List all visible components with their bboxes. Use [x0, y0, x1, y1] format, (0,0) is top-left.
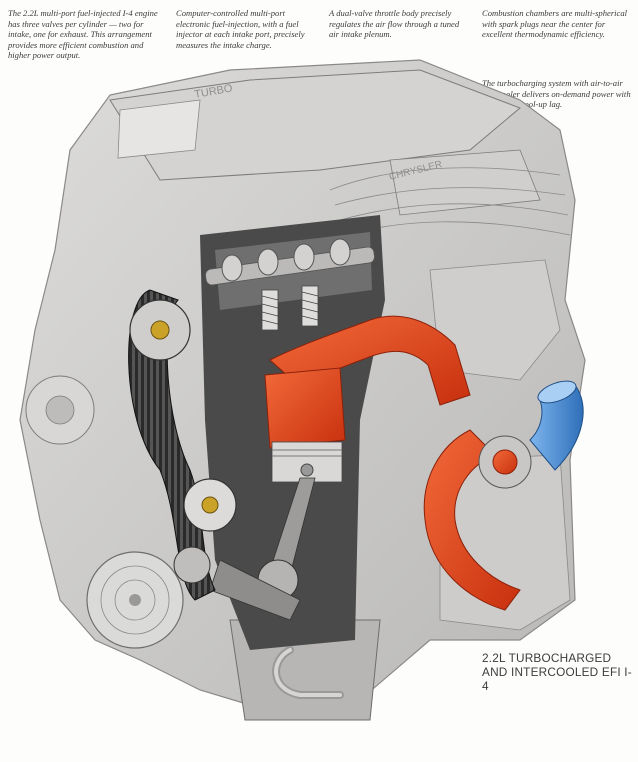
turbo-compressor-housing: [423, 429, 532, 611]
caption-combustion-chambers: Combustion chambers are multi-spherical …: [482, 8, 628, 40]
piston: [264, 367, 346, 483]
intake-runner: [269, 315, 471, 406]
caption-throttle-body: A dual-valve throttle body precisely reg…: [329, 8, 460, 40]
caption-fuel-injection: Computer-controlled multi-port electroni…: [176, 8, 305, 50]
engine-title: 2.2L TURBOCHARGED AND INTERCOOLED EFI I-…: [482, 651, 632, 693]
camshaft: [205, 238, 375, 286]
timing-belt: [128, 289, 237, 601]
turbo-outlet-pipe: [529, 380, 584, 471]
caption-valves: The 2.2L multi-port fuel-injected I-4 en…: [8, 8, 158, 61]
connecting-rod: [209, 477, 316, 621]
valve-springs: [261, 285, 319, 331]
oil-pickup: [272, 646, 344, 699]
